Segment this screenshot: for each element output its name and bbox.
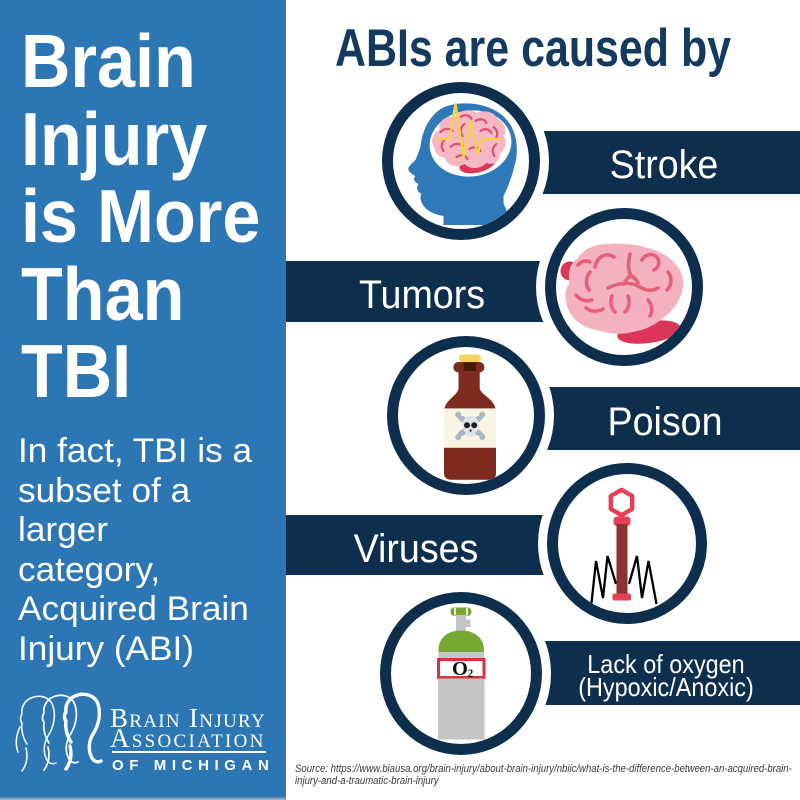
svg-text:2: 2 [468, 668, 474, 680]
svg-text:O: O [452, 658, 468, 680]
